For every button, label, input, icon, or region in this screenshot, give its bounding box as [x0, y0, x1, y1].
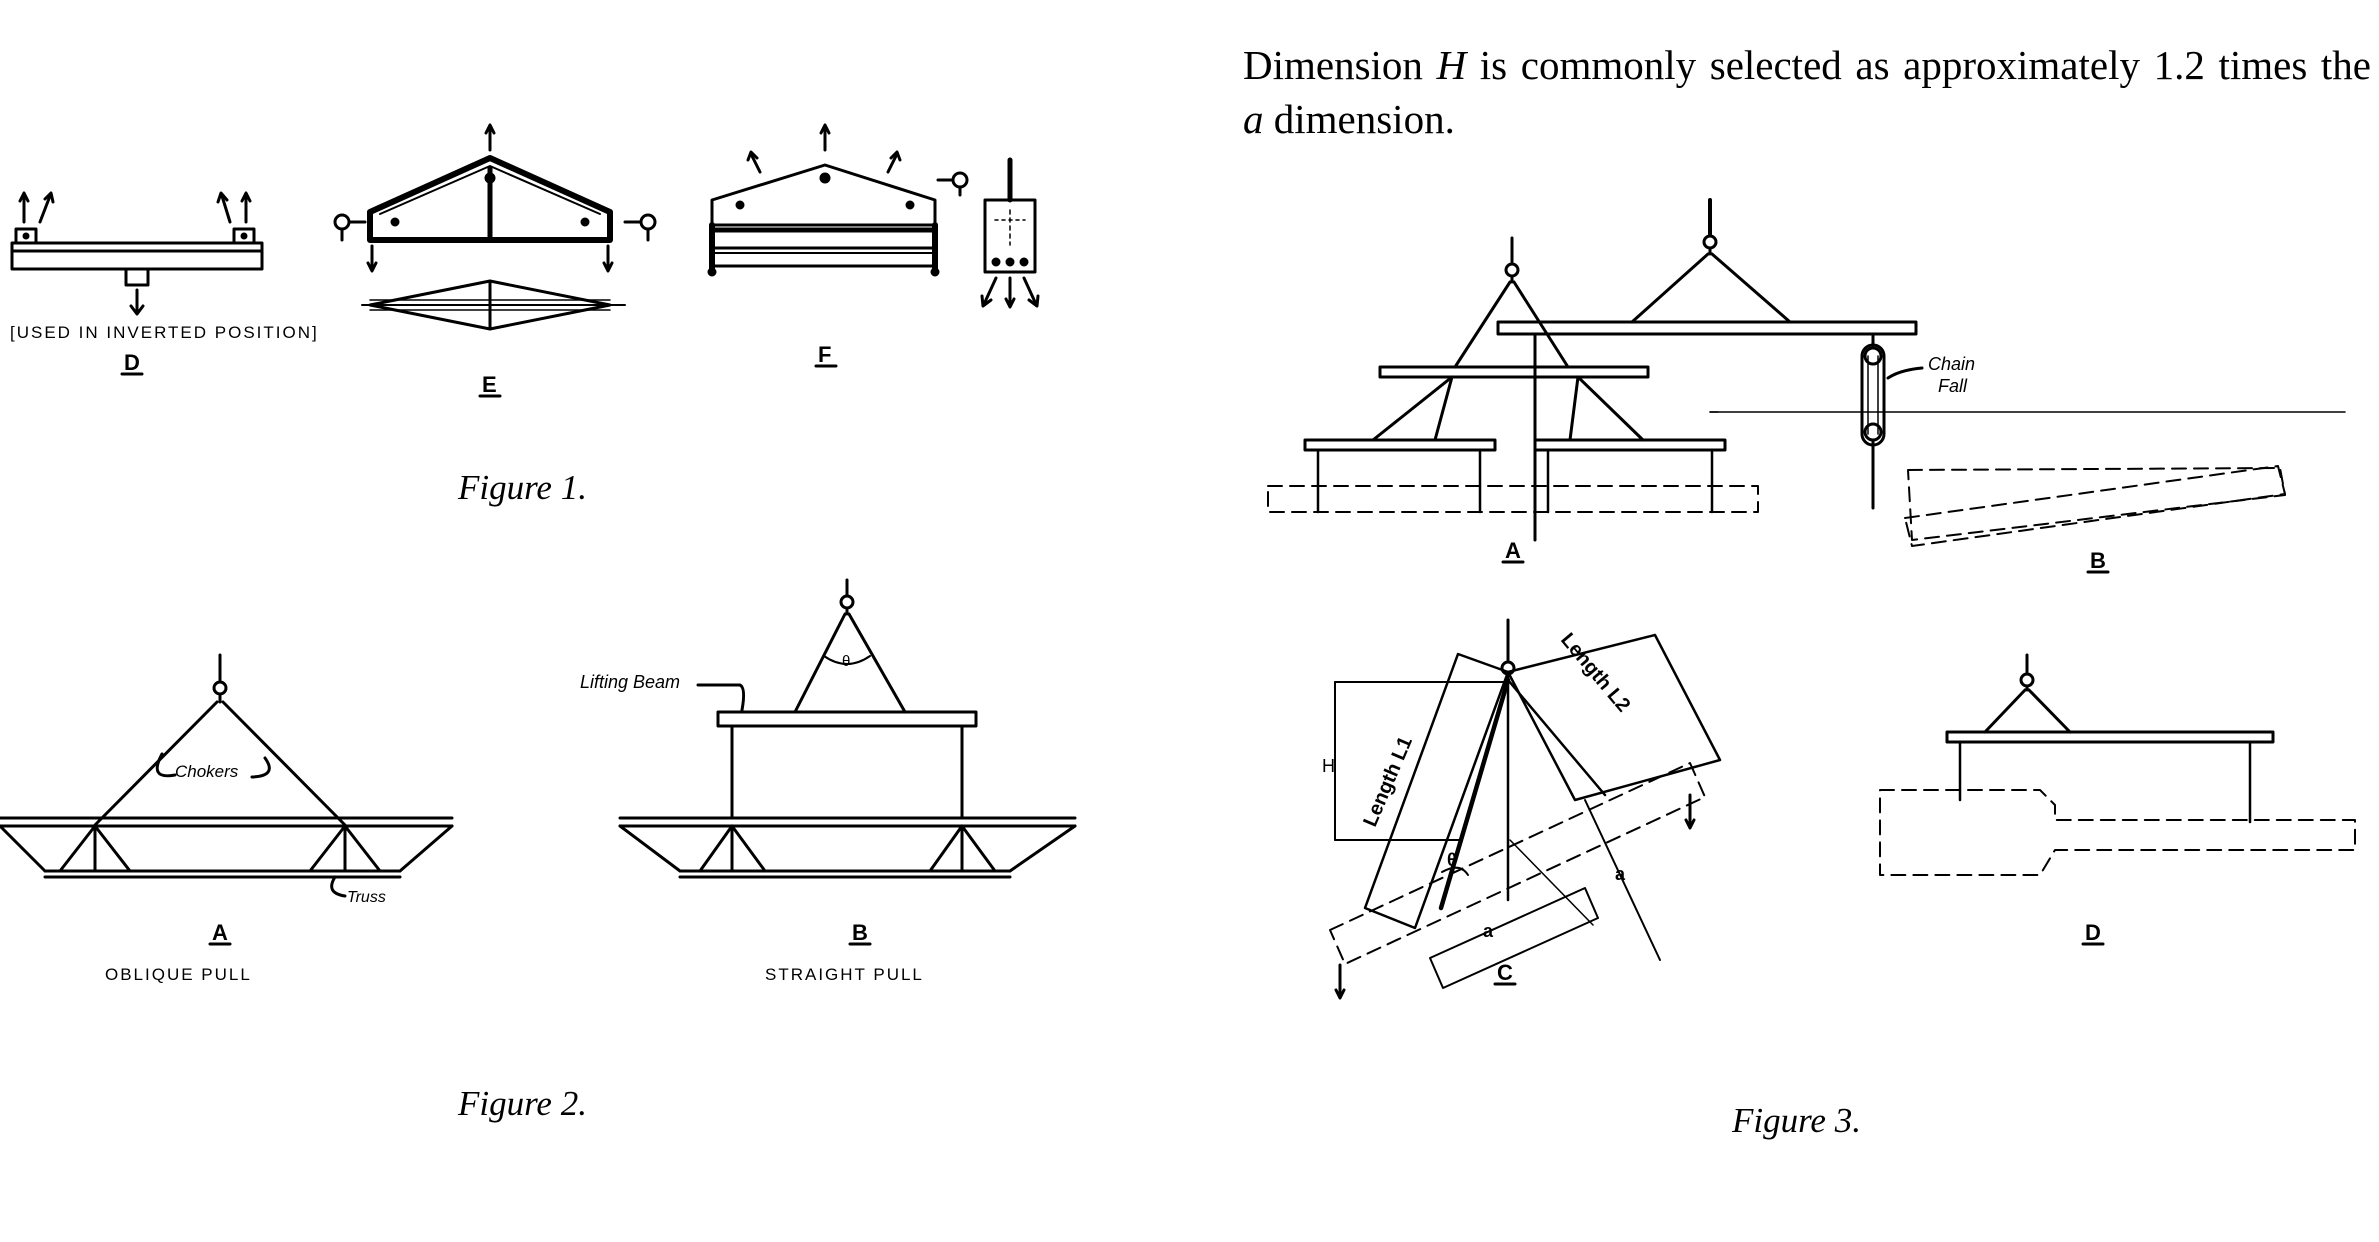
- figure2-truss-label: Truss: [347, 889, 386, 906]
- paragraph-part2: is commonly selected as approximately 1.…: [1466, 42, 2371, 88]
- variable-a: a: [1243, 96, 1264, 142]
- figure1-caption: Figure 1.: [458, 468, 587, 507]
- figure2-caption-a: OBLIQUE PULL: [105, 965, 252, 984]
- figure3-caption: Figure 3.: [1732, 1101, 1861, 1140]
- figure2-b-drawing: θ Lifting Beam B STRAIGHT PULL: [580, 578, 1077, 984]
- figure3-c-drawing: H Length L1 Length L2 θ a a C: [1322, 618, 1722, 1000]
- figure3-b-drawing: Chain Fall B: [1496, 198, 2346, 574]
- figure1-label-d: D: [124, 350, 140, 375]
- figure3-label-d: D: [2085, 920, 2101, 945]
- figure2-label-b: B: [852, 920, 868, 945]
- figure2-lifting-beam-label: Lifting Beam: [580, 672, 680, 692]
- figure2-drawings: Chokers Truss A OBLIQUE PULL: [0, 578, 1077, 984]
- figure1-label-f: F: [818, 342, 831, 367]
- variable-h: H: [1436, 42, 1467, 88]
- figure1-label-e: E: [482, 372, 497, 397]
- figure2-a-drawing: Chokers Truss A OBLIQUE PULL: [0, 653, 454, 984]
- figure3-h-label: H: [1322, 756, 1335, 776]
- figure2-theta-label: θ: [842, 653, 850, 670]
- figure3-length-l1-label: Length L1: [1359, 733, 1417, 830]
- figure2-chokers-label: Chokers: [175, 762, 239, 781]
- figure1-d-note: [USED IN INVERTED POSITION]: [10, 323, 319, 342]
- figure3-label-c: C: [1497, 960, 1513, 985]
- figure2-label-a: A: [212, 920, 228, 945]
- body-paragraph: Dimension H is commonly selected as appr…: [1243, 38, 2371, 146]
- figure3-theta-label: θ: [1447, 850, 1457, 870]
- figure3-fall-label: Fall: [1938, 376, 1968, 396]
- figure3-a-right-label: a: [1615, 864, 1626, 884]
- figure3-a-drawing: A: [1267, 236, 1759, 564]
- figure1-d-drawing: [USED IN INVERTED POSITION] D: [10, 191, 319, 376]
- figure2-caption: Figure 2.: [458, 1084, 587, 1123]
- figure3-label-b: B: [2090, 548, 2106, 573]
- figure1-drawings: [USED IN INVERTED POSITION] D: [10, 123, 1040, 398]
- figure3-chain-label: Chain: [1928, 354, 1975, 374]
- figure1-e-drawing: E: [333, 123, 657, 398]
- figure3-a-left-label: a: [1483, 921, 1494, 941]
- figure2-caption-b: STRAIGHT PULL: [765, 965, 924, 984]
- figure3-label-a: A: [1505, 538, 1521, 563]
- figure3-drawings: A Chain: [1267, 198, 2356, 1000]
- figure1-f-drawing: F: [707, 123, 1040, 368]
- paragraph-part1: Dimension: [1243, 42, 1437, 88]
- paragraph-part3: dimension.: [1263, 96, 1455, 142]
- figure3-d-drawing: D: [1879, 653, 2356, 946]
